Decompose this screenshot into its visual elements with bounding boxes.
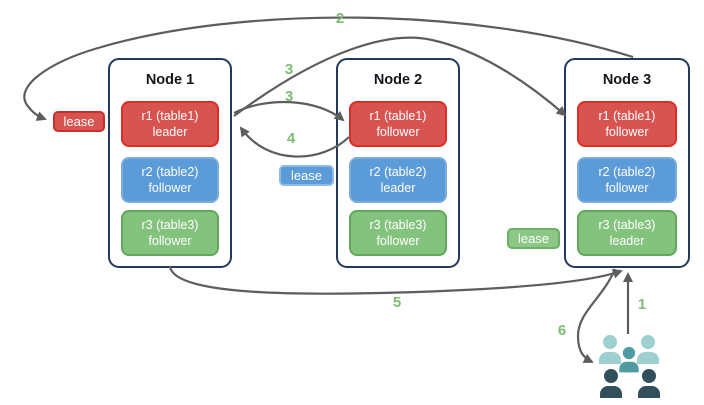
node-2-replica-r2: r2 (table2) leader: [349, 157, 447, 203]
replica-name: r2 (table2): [598, 164, 656, 179]
replica-role: leader: [152, 125, 188, 139]
node-3-replica-r3: r3 (table3) leader: [577, 210, 677, 256]
node-2-replica-r1: r1 (table1) follower: [349, 101, 447, 147]
replica-name: r3 (table3): [598, 217, 656, 232]
node-2-box: Node 2 r1 (table1) follower r2 (table2) …: [336, 58, 460, 268]
node-3-box: Node 3 r1 (table1) follower r2 (table2) …: [564, 58, 690, 268]
replica-role: follower: [148, 181, 192, 195]
replica-name: r3 (table3): [369, 217, 427, 232]
replica-role: follower: [376, 125, 420, 139]
lease-badge-table1: lease: [53, 111, 105, 132]
node-1-replica-r2: r2 (table2) follower: [121, 157, 219, 203]
node-2-replica-r3: r3 (table3) follower: [349, 210, 447, 256]
step-label-3b: 3: [284, 88, 294, 105]
replica-role: follower: [605, 125, 649, 139]
step-label-2: 2: [335, 10, 345, 27]
node-3-replica-r2: r2 (table2) follower: [577, 157, 677, 203]
node-3-title: Node 3: [602, 72, 652, 88]
node-2-title: Node 2: [373, 72, 423, 88]
replica-name: r2 (table2): [369, 164, 427, 179]
replica-role: follower: [605, 181, 649, 195]
node-3-replica-r1: r1 (table1) follower: [577, 101, 677, 147]
lease-badge-table2: lease: [279, 165, 334, 186]
replica-name: r3 (table3): [141, 217, 199, 232]
step-label-5: 5: [392, 294, 402, 311]
replica-name: r2 (table2): [141, 164, 199, 179]
replica-role: follower: [148, 234, 192, 248]
step-label-6: 6: [557, 322, 567, 339]
replica-role: leader: [380, 181, 416, 195]
users-group-icon: [596, 330, 676, 400]
replica-name: r1 (table1): [598, 108, 656, 123]
node-1-box: Node 1 r1 (table1) leader r2 (table2) fo…: [108, 58, 232, 268]
step-label-3a: 3: [284, 61, 294, 78]
node-1-title: Node 1: [145, 72, 195, 88]
step-label-1: 1: [637, 296, 647, 313]
replica-name: r1 (table1): [141, 108, 199, 123]
replica-name: r1 (table1): [369, 108, 427, 123]
lease-badge-table3: lease: [507, 228, 560, 249]
replica-role: leader: [609, 234, 645, 248]
node-1-replica-r3: r3 (table3) follower: [121, 210, 219, 256]
arrow-step5-node1-to-node3: [168, 265, 623, 295]
replica-role: follower: [376, 234, 420, 248]
node-1-replica-r1: r1 (table1) leader: [121, 101, 219, 147]
step-label-4: 4: [286, 130, 296, 147]
